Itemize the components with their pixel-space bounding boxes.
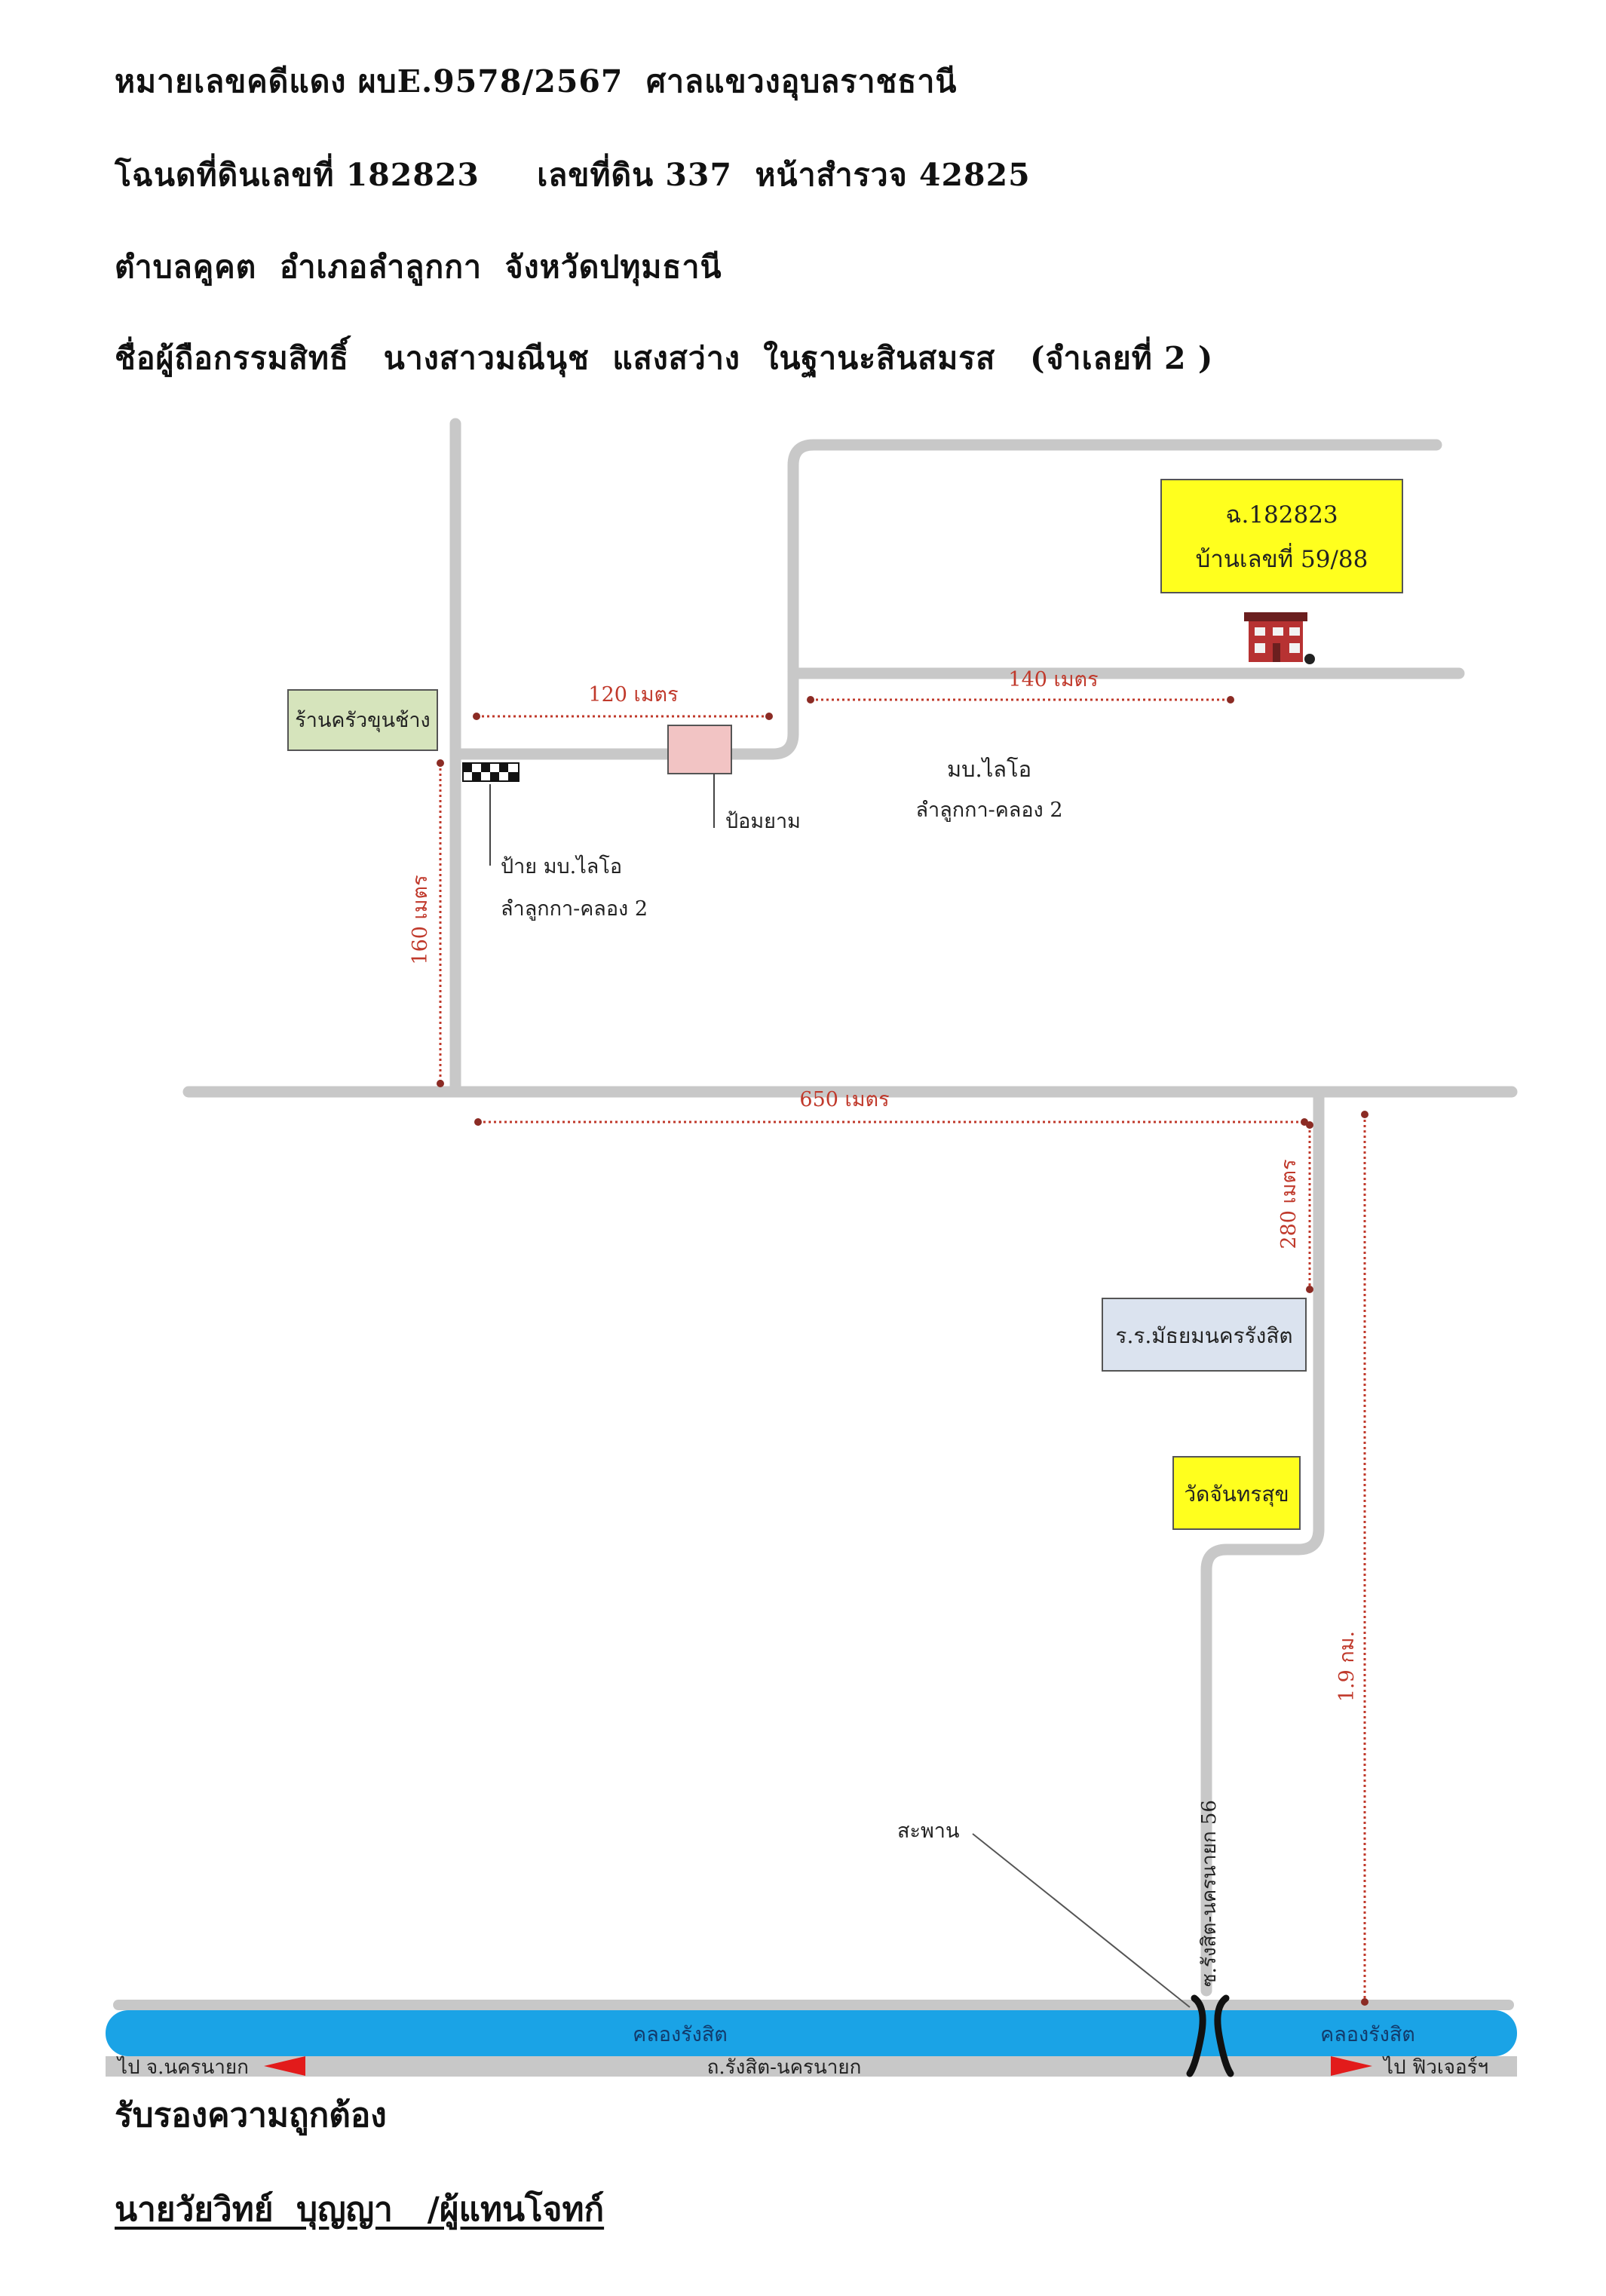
arrow-left-icon xyxy=(264,2056,305,2076)
village-road xyxy=(449,439,1442,760)
title-deed-line: โฉนดที่ดินเลขที่ 182823 เลขที่ดิน 337 หน… xyxy=(115,157,1031,193)
bridge-icon xyxy=(1186,1994,1234,2077)
main-road-label: ถ.รังสิต-นครนายก xyxy=(707,2056,862,2079)
location-line: ตำบลคูคต อำเภอลำลูกกา จังหวัดปทุมธานี xyxy=(115,249,722,285)
arrow-right-icon xyxy=(1331,2056,1372,2076)
property-deed-label: ฉ.182823 xyxy=(1225,501,1338,529)
distance-140-label: 140 เมตร xyxy=(1008,668,1098,691)
distance-280-label: 280 เมตร xyxy=(1277,1159,1301,1249)
case-number-line: หมายเลขคดีแดง ผบE.9578/2567 ศาลแขวงอุบลร… xyxy=(115,63,958,100)
distance-lines xyxy=(437,696,1368,2006)
village-sign-icon xyxy=(462,762,519,782)
sign-label-line1: ป้าย มบ.ไลโอ xyxy=(501,855,622,878)
sign-label-line2: ลำลูกกา-คลอง 2 xyxy=(501,897,648,921)
distance-1.9km-label: 1.9 กม. xyxy=(1335,1631,1359,1702)
temple-box xyxy=(1172,1456,1301,1530)
distance-160-label: 160 เมตร xyxy=(409,875,432,964)
bridge-pointer xyxy=(972,1833,1191,2008)
direction-left-label: ไป จ.นครนายก xyxy=(116,2055,249,2079)
school-box xyxy=(1102,1298,1307,1372)
guard-booth-box xyxy=(667,725,732,774)
village-label-line1: มบ.ไลโอ xyxy=(947,756,1031,782)
canal xyxy=(106,2010,1517,2056)
canal-label-right: คลองรังสิต xyxy=(1320,2023,1415,2046)
main-road xyxy=(106,2056,1517,2077)
soi-label: ซ.รังสิต-นครนายก 56 xyxy=(1198,1800,1221,1987)
canal-upper-bank xyxy=(113,2000,1514,2010)
soi-road xyxy=(1200,1086,1325,1997)
school-label: ร.ร.มัธยมนครรังสิต xyxy=(1115,1323,1292,1348)
property-house-number-label: บ้านเลขที่ 59/88 xyxy=(1196,543,1368,573)
property-box xyxy=(1160,479,1403,593)
signer-name: นายวัยวิทย์ บุญญา /ผู้แทนโจทก์ xyxy=(115,2190,605,2229)
roads xyxy=(182,418,1518,1997)
certification-text: รับรองความถูกต้อง xyxy=(115,2096,387,2135)
restaurant-label: ร้านครัวขุนช้าง xyxy=(295,709,430,733)
canal-label-left: คลองรังสิต xyxy=(633,2023,728,2046)
direction-right-label: ไป ฟิวเจอร์ฯ xyxy=(1382,2055,1488,2079)
guard-booth-label: ป้อมยาม xyxy=(725,810,801,833)
village-label-line2: ลำลูกกา-คลอง 2 xyxy=(916,799,1063,822)
temple-label: วัดจันทรสุข xyxy=(1184,1482,1289,1507)
bridge-label: สะพาน xyxy=(897,1819,959,1843)
distance-650-label: 650 เมตร xyxy=(799,1088,889,1111)
distance-120-label: 120 เมตร xyxy=(588,683,678,707)
owner-line: ชื่อผู้ถือกรรมสิทธิ์ นางสาวมณีนุช แสงสว่… xyxy=(115,340,1214,376)
restaurant-box xyxy=(287,689,438,751)
house-icon xyxy=(1244,612,1315,664)
